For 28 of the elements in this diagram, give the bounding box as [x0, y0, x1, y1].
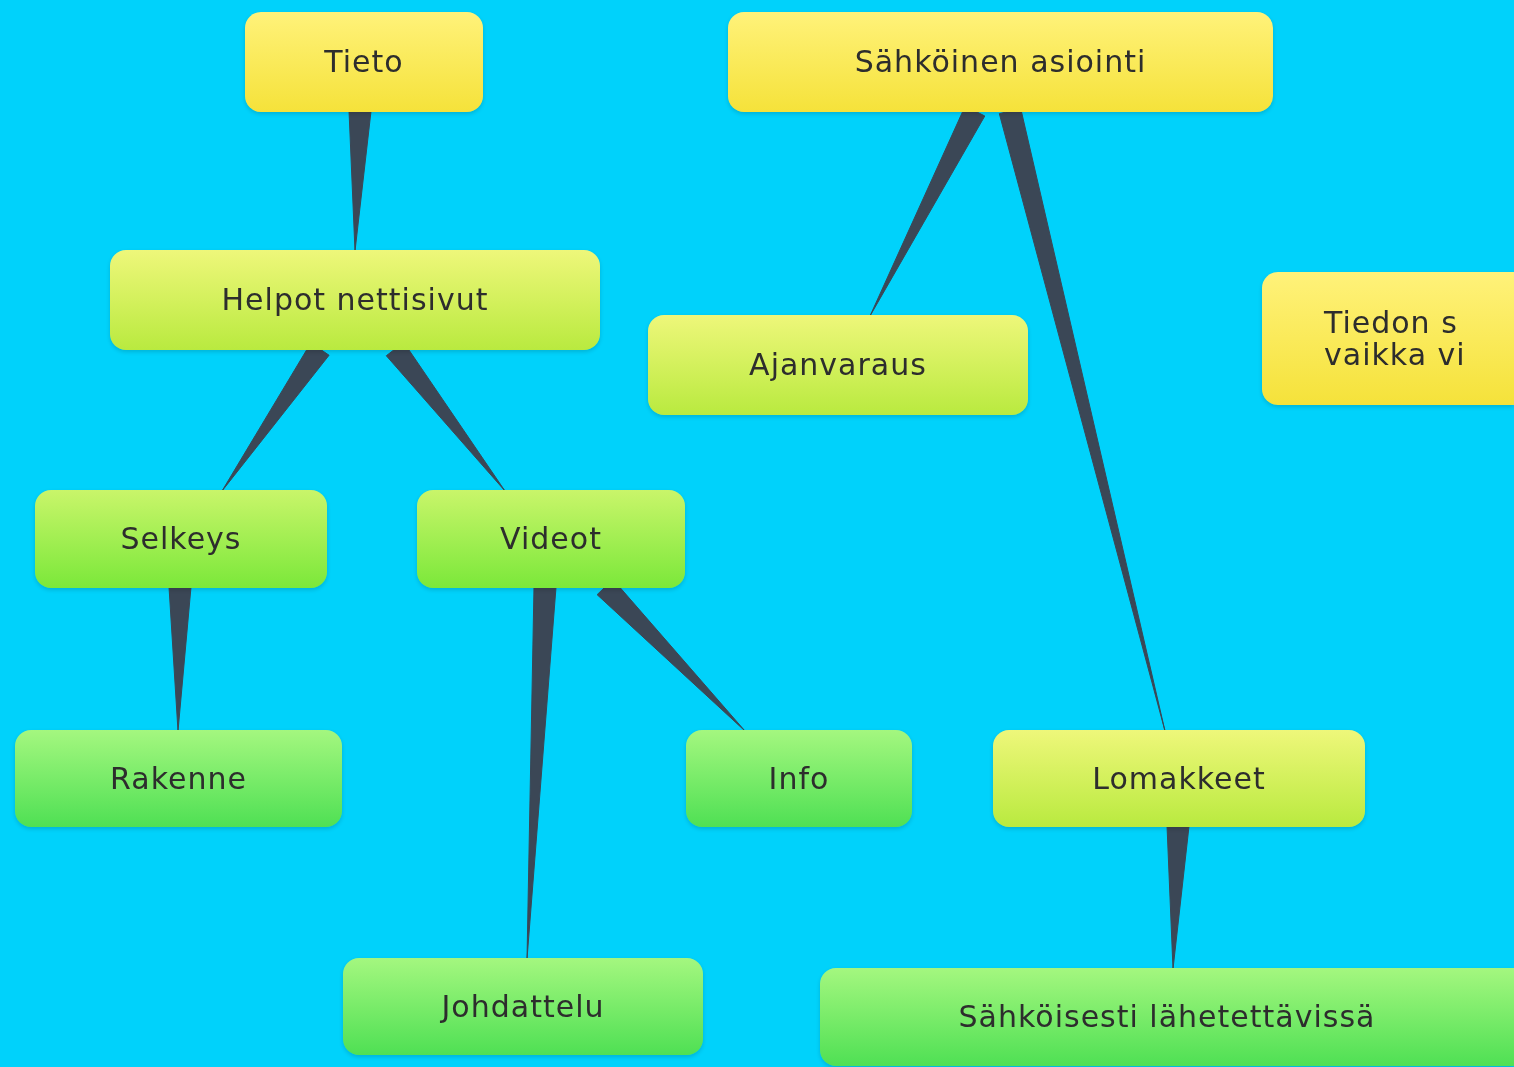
- topic-box: [110, 250, 600, 350]
- topic-label: Tiedon s vaikka vi: [1324, 307, 1467, 370]
- topic-label: Sähköinen asiointi: [854, 46, 1147, 78]
- topic-box: [35, 490, 327, 588]
- topic-label: Ajanvaraus: [749, 349, 927, 381]
- topic-label: Johdattelu: [441, 990, 605, 1023]
- topic-label: Sähköisesti lähetettävissä: [958, 1001, 1376, 1033]
- connector-wedge: [168, 586, 192, 732]
- topic-label: Rakenne: [110, 762, 247, 795]
- topic-box: [648, 315, 1028, 415]
- connector-wedge: [348, 110, 372, 252]
- topic-label: Lomakkeet: [1092, 762, 1266, 795]
- topic-box: [343, 958, 703, 1055]
- topic-box: [15, 730, 342, 827]
- topic-label: Videot: [500, 523, 602, 555]
- topic-label: Selkeys: [120, 523, 242, 555]
- connector-wedge: [526, 585, 557, 960]
- topic-box: [1262, 272, 1514, 405]
- topic-box: [686, 730, 912, 827]
- topic-box: [417, 490, 685, 588]
- topic-box: [245, 12, 483, 112]
- topic-box: [820, 968, 1514, 1066]
- topic-label: Tieto: [324, 46, 404, 78]
- topic-label: Info: [768, 762, 830, 795]
- topic-label: Helpot nettisivut: [221, 284, 489, 316]
- topic-box: [728, 12, 1273, 112]
- topic-box: [993, 730, 1365, 827]
- connector-wedge: [1166, 825, 1190, 970]
